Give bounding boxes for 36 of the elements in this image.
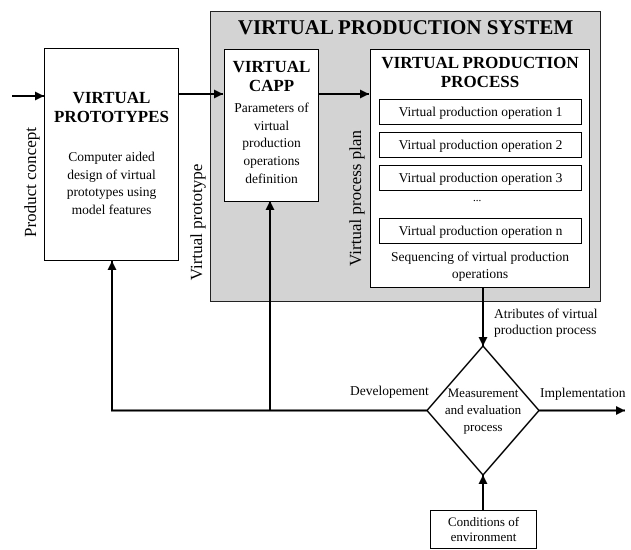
arrow bbox=[539, 406, 625, 415]
system-panel bbox=[210, 11, 601, 302]
edge-label: Developement bbox=[350, 383, 430, 400]
box-heading: VIRTUAL PROTOTYPES bbox=[53, 89, 170, 126]
box-text: Virtual production operation 3 bbox=[398, 169, 562, 187]
operation-box bbox=[379, 218, 582, 244]
process-box bbox=[44, 48, 179, 261]
box-text: Computer aided design of virtual prototypes using model features bbox=[66, 148, 158, 219]
box-text: Virtual production operation 1 bbox=[398, 103, 562, 121]
operation-box bbox=[379, 132, 582, 158]
process-box bbox=[224, 49, 319, 202]
edge-label: Implementation bbox=[540, 385, 626, 402]
box-text: Measurement and evaluation process bbox=[444, 385, 522, 436]
box-heading: VIRTUAL CAPP bbox=[232, 58, 312, 96]
operation-box bbox=[379, 165, 582, 191]
ellipsis-text: ... bbox=[473, 192, 482, 204]
box-text: Virtual production operation n bbox=[398, 222, 562, 240]
box-text: Parameters of virtual production operations definition bbox=[233, 99, 310, 188]
arrow bbox=[318, 90, 369, 98]
edge-label: Virtual prototype bbox=[186, 164, 207, 280]
box-heading: VIRTUAL PRODUCTION PROCESS bbox=[380, 54, 580, 92]
edge-label: Atributes of virtual production process bbox=[494, 306, 598, 338]
edge-label: Product concept bbox=[20, 127, 41, 237]
arrow bbox=[179, 90, 223, 98]
arrow bbox=[266, 201, 427, 412]
process-box bbox=[370, 49, 590, 288]
box-heading: VIRTUAL PRODUCTION SYSTEM bbox=[238, 16, 574, 40]
edge-label: Virtual process plan bbox=[346, 130, 366, 266]
box-text: Virtual production operation 2 bbox=[398, 136, 562, 154]
input-box bbox=[430, 510, 537, 549]
box-text: Sequencing of virtual production operations bbox=[390, 248, 570, 283]
arrow bbox=[12, 92, 44, 100]
box-text: Conditions of environment bbox=[446, 514, 520, 544]
operation-box bbox=[379, 99, 582, 125]
arrow bbox=[478, 475, 488, 510]
arrow bbox=[478, 287, 488, 346]
